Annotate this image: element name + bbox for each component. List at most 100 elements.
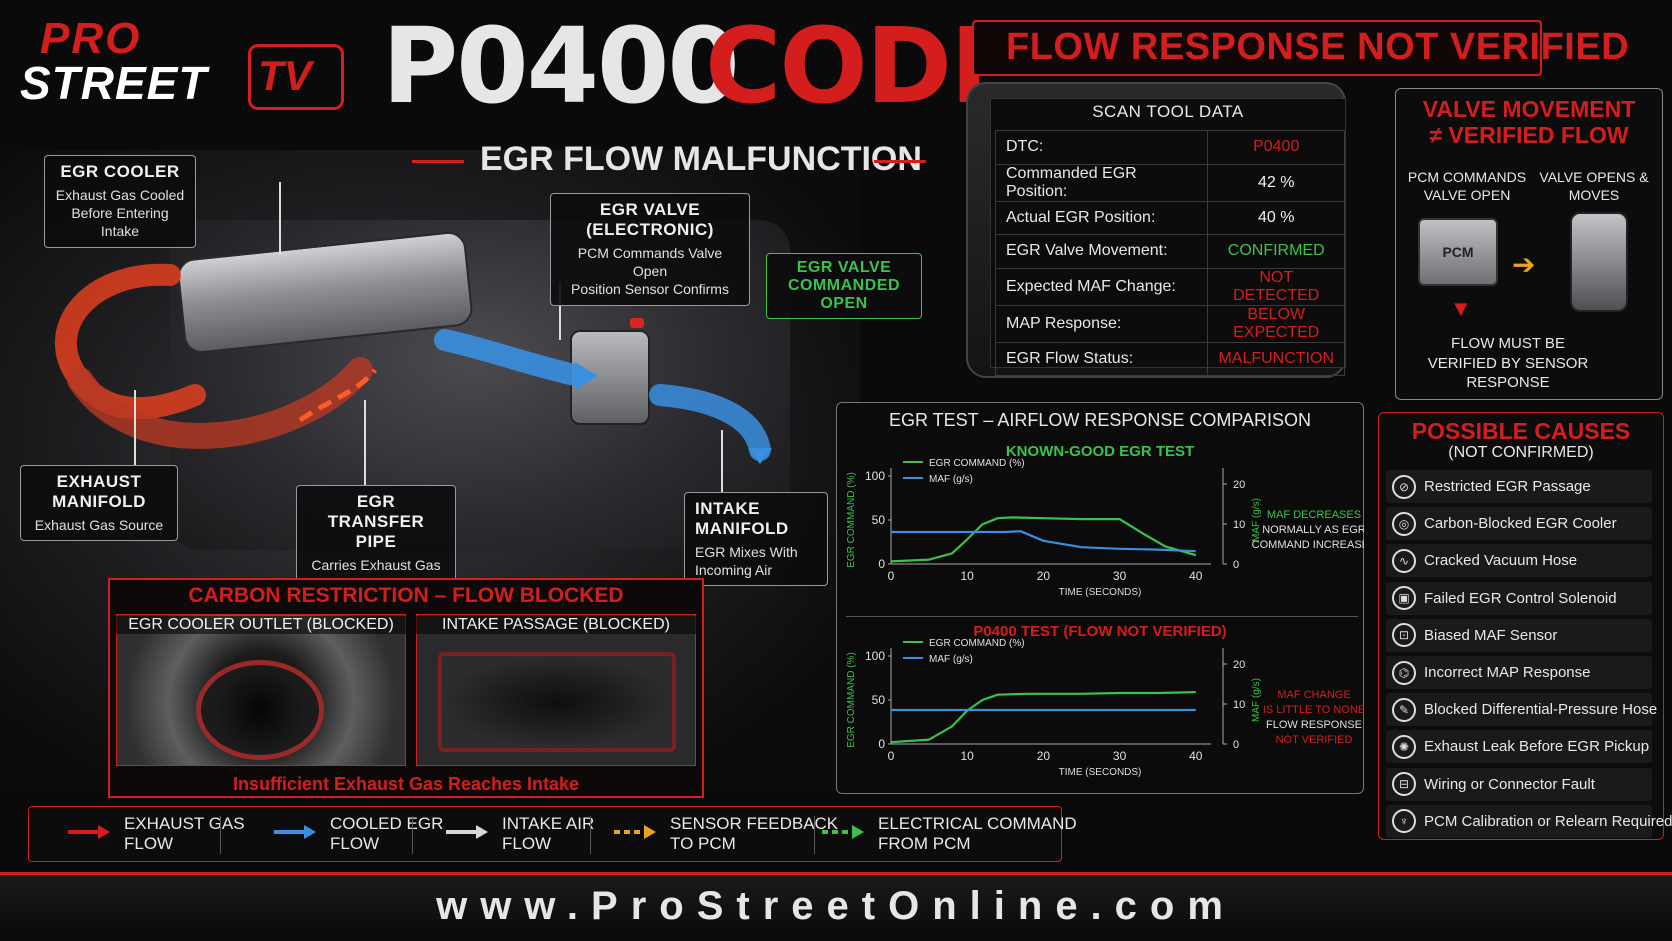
legend-label-line1: ELECTRICAL COMMAND [878,814,1077,833]
flow-verify-line1: FLOW MUST BE [1451,335,1565,352]
legend-arrow-icon [272,824,318,845]
chart-annotation: FLOW RESPONSE [1266,719,1362,731]
flow-verify-line3: RESPONSE [1466,374,1550,391]
chart-annotation: IS LITTLE TO NONE [1263,704,1364,716]
x-tick-label: 40 [1189,569,1203,583]
cause-item: ⊟Wiring or Connector Fault [1386,767,1652,801]
cooled-egr-flow-arrow [434,329,586,386]
legend-label-line1: COOLED EGR [330,814,444,833]
pcm-commands-line1: PCM COMMANDS [1407,169,1527,185]
flow-verify-note: FLOW MUST BE VERIFIED BY SENSOR RESPONSE [1405,334,1611,393]
exhaust-leak-icon: ✺ [1392,734,1416,759]
legend-separator [220,816,221,854]
valve-movement-title-line2: ≠ VERIFIED FLOW [1429,122,1629,149]
pcm-module-label: PCM [1442,244,1474,260]
legend-label-line1: INTAKE AIR [502,814,595,833]
chart-annotation: MAF CHANGE [1277,689,1350,701]
y2-axis-label: MAF (g/s) [1251,498,1262,542]
cause-item-label: Incorrect MAP Response [1424,664,1591,681]
scan-row: Commanded EGR Position:42 % [994,163,1345,202]
valve-movement-title: VALVE MOVEMENT ≠ VERIFIED FLOW [1395,96,1663,149]
y2-tick-label: 20 [1233,479,1245,491]
x-tick-label: 20 [1037,749,1051,763]
carbon-restriction-title: CARBON RESTRICTION – FLOW BLOCKED [188,584,624,607]
legend-arrow-icon [612,824,658,845]
subtitle-rule-right [874,160,926,163]
scan-row-label: EGR Flow Status: [994,341,1209,376]
label-intake-manifold-desc2: Incoming Air [695,562,773,579]
pressure-hose-icon: ✎ [1392,697,1416,722]
series-line [890,691,1196,744]
label-intake-manifold: INTAKE MANIFOLD EGR Mixes With Incoming … [684,492,828,587]
cause-item-label: Restricted EGR Passage [1424,478,1591,495]
exhaust-flow-arrow-2 [67,357,373,449]
cause-item: ⊘Restricted EGR Passage [1386,470,1652,503]
legend-entry: MAF (g/s) [929,654,973,665]
y-tick-label: 50 [872,513,886,527]
series-line [890,516,1197,563]
possible-causes-title: POSSIBLE CAUSES [1411,418,1631,444]
x-tick-label: 0 [888,569,895,583]
x-tick-label: 30 [1113,749,1127,763]
legend-label-line1: SENSOR FEEDBACK [670,814,839,833]
intake-passage-label: INTAKE PASSAGE (BLOCKED) [416,616,696,634]
page-title-code: P0400 [382,5,740,127]
cause-item-label: Biased MAF Sensor [1424,626,1558,644]
y-axis-label: EGR COMMAND (%) [846,652,857,748]
y2-tick-label: 0 [1233,739,1239,751]
egr-cooler-outlet-label: EGR COOLER OUTLET (BLOCKED) [116,616,406,634]
x-tick-label: 10 [961,749,975,763]
x-tick-label: 10 [961,569,975,583]
legend-arrow-icon [444,824,490,845]
label-transfer-pipe-title: EGR TRANSFER PIPE [327,492,425,551]
label-intake-manifold-title: INTAKE MANIFOLD [695,499,789,538]
legend-label-line2: FLOW [124,834,174,854]
y-tick-label: 0 [878,557,885,571]
y2-tick-label: 0 [1233,559,1239,571]
flow-verify-line2: VERIFIED BY SENSOR [1427,354,1589,372]
logo-street-text: STREET [20,57,208,109]
legend-separator [412,816,413,854]
footer-bar [0,872,1672,941]
chart-title: KNOWN-GOOD EGR TEST [1006,443,1194,460]
scan-row: MAP Response:BELOW EXPECTED [994,304,1345,343]
possible-causes-subtitle: (NOT CONFIRMED) [1448,444,1594,461]
scan-row-label: EGR Valve Movement: [994,234,1209,269]
cause-item-label: Carbon-Blocked EGR Cooler [1424,515,1617,533]
label-egr-valve-title: EGR VALVE (ELECTRONIC) [586,200,714,239]
label-egr-commanded-line2: COMMANDED OPEN [787,277,901,312]
legend-arrow-icon [66,824,112,845]
cause-item: ✺Exhaust Leak Before EGR Pickup [1386,730,1652,764]
valve-movement-title-line1: VALVE MOVEMENT [1422,96,1636,122]
footer-url[interactable]: www.ProStreetOnline.com [436,884,1236,928]
valve-opens-line2: MOVES [1568,187,1620,204]
chart-annotation: NOT VERIFIED [1276,734,1353,746]
label-egr-cooler-title: EGR COOLER [60,162,180,181]
airflow-chart-panel [836,402,1364,794]
chart-annotation: NORMALLY AS EGR [1262,524,1364,536]
cause-item: ♆PCM Calibration or Relearn Required [1386,804,1672,838]
scan-row-value: 40 % [1207,200,1345,235]
scan-row-label: Commanded EGR Position: [994,163,1209,202]
logo-tv-text: TV [258,52,312,99]
solenoid-icon: ▣ [1392,586,1416,611]
legend-separator [590,816,591,854]
cause-item: ⌬Incorrect MAP Response [1386,656,1652,689]
scan-row-label: Expected MAF Change: [994,267,1209,306]
scan-row-value: NOT DETECTED [1207,267,1345,306]
x-tick-label: 0 [888,749,895,763]
flow-legend [28,806,1062,862]
scan-row: EGR Flow Status:MALFUNCTION [994,341,1345,376]
x-tick-label: 30 [1113,569,1127,583]
logo-tv-frame [248,44,344,110]
legend-entry: EGR COMMAND (%) [929,458,1025,469]
page-subtitle: EGR FLOW MALFUNCTION [480,140,922,178]
scan-row-label: MAP Response: [994,304,1209,343]
